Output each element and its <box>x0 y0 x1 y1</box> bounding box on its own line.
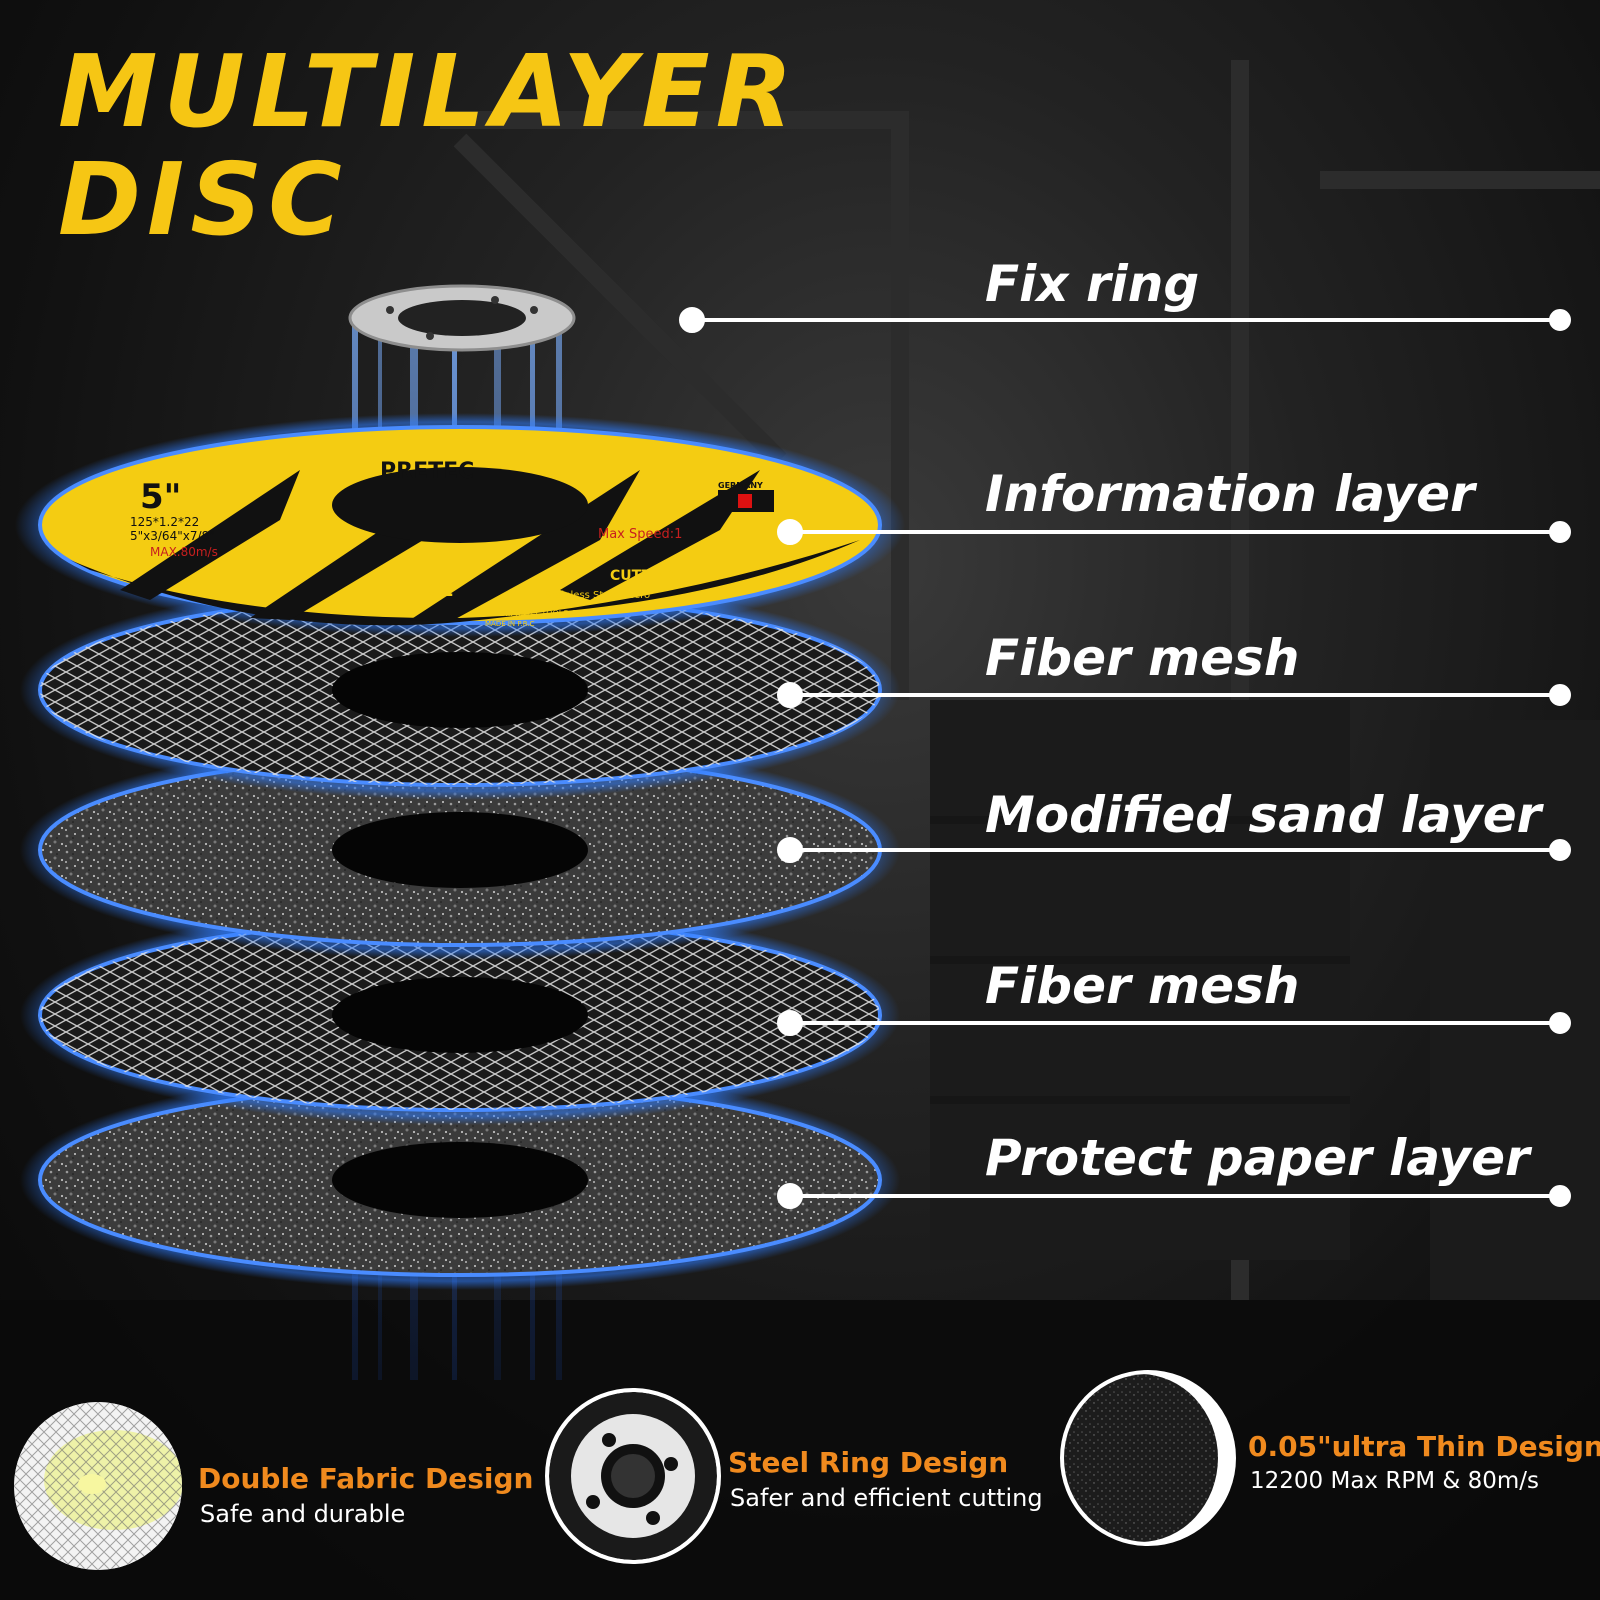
label-information-layer: Information layer <box>985 465 1475 523</box>
disc-origin: MADE IN P.R.C <box>485 620 535 628</box>
feature-1-subtitle: Safe and durable <box>200 1500 406 1528</box>
steel-ring-icon <box>545 1388 721 1564</box>
disc-max-speed-long: Max Speed:1 <box>598 527 682 542</box>
feature-3-subtitle: 12200 Max RPM & 80m/s <box>1250 1468 1539 1494</box>
disc-max-speed-short: MAX.80m/s <box>150 545 218 559</box>
label-fiber-mesh-1: Fiber mesh <box>985 629 1300 687</box>
disc-size: 5" <box>140 477 181 517</box>
disc-website: WWW.PRETECTOOLS.COM <box>485 609 590 618</box>
disc-product-type: CUTTING <box>610 568 679 584</box>
fabric-mesh-icon <box>14 1402 182 1570</box>
disc-ce-mark: CE <box>428 580 454 601</box>
disc-protect-paper <box>20 1070 900 1290</box>
title-line-2: DISC <box>58 141 348 258</box>
label-modified-sand-layer: Modified sand layer <box>985 786 1542 844</box>
disc-fiber-mesh-lower <box>20 905 900 1125</box>
fix-ring <box>348 284 576 352</box>
label-fix-ring: Fix ring <box>985 255 1200 313</box>
label-protect-paper-layer: Protect paper layer <box>985 1129 1530 1187</box>
feature-2-subtitle: Safer and efficient cutting <box>730 1484 1043 1512</box>
label-fiber-mesh-2: Fiber mesh <box>985 957 1300 1015</box>
disc-information-layer: PRETEC 5" 125*1.2*22 5"x3/64"x7/8" MAX.8… <box>15 413 905 637</box>
disc-fiber-mesh-upper <box>20 580 900 800</box>
disc-modified-sand <box>20 740 900 960</box>
feature-1-title: Double Fabric Design <box>198 1462 534 1495</box>
feature-3-title: 0.05"ultra Thin Design <box>1248 1430 1600 1463</box>
disc-country-badge: GERMANY <box>718 481 763 490</box>
feature-2-title: Steel Ring Design <box>728 1446 1009 1479</box>
main-title: MULTILAYER DISC <box>58 38 799 254</box>
thin-disc-icon <box>1060 1370 1236 1546</box>
disc-spec-2: 5"x3/64"x7/8" <box>130 529 215 543</box>
disc-spec-1: 125*1.2*22 <box>130 515 199 529</box>
disc-brand: PRETEC <box>380 459 474 484</box>
leader-lines <box>679 307 1571 1209</box>
title-line-1: MULTILAYER <box>58 33 799 150</box>
disc-material: Stainless Steel-Acero <box>545 590 650 601</box>
